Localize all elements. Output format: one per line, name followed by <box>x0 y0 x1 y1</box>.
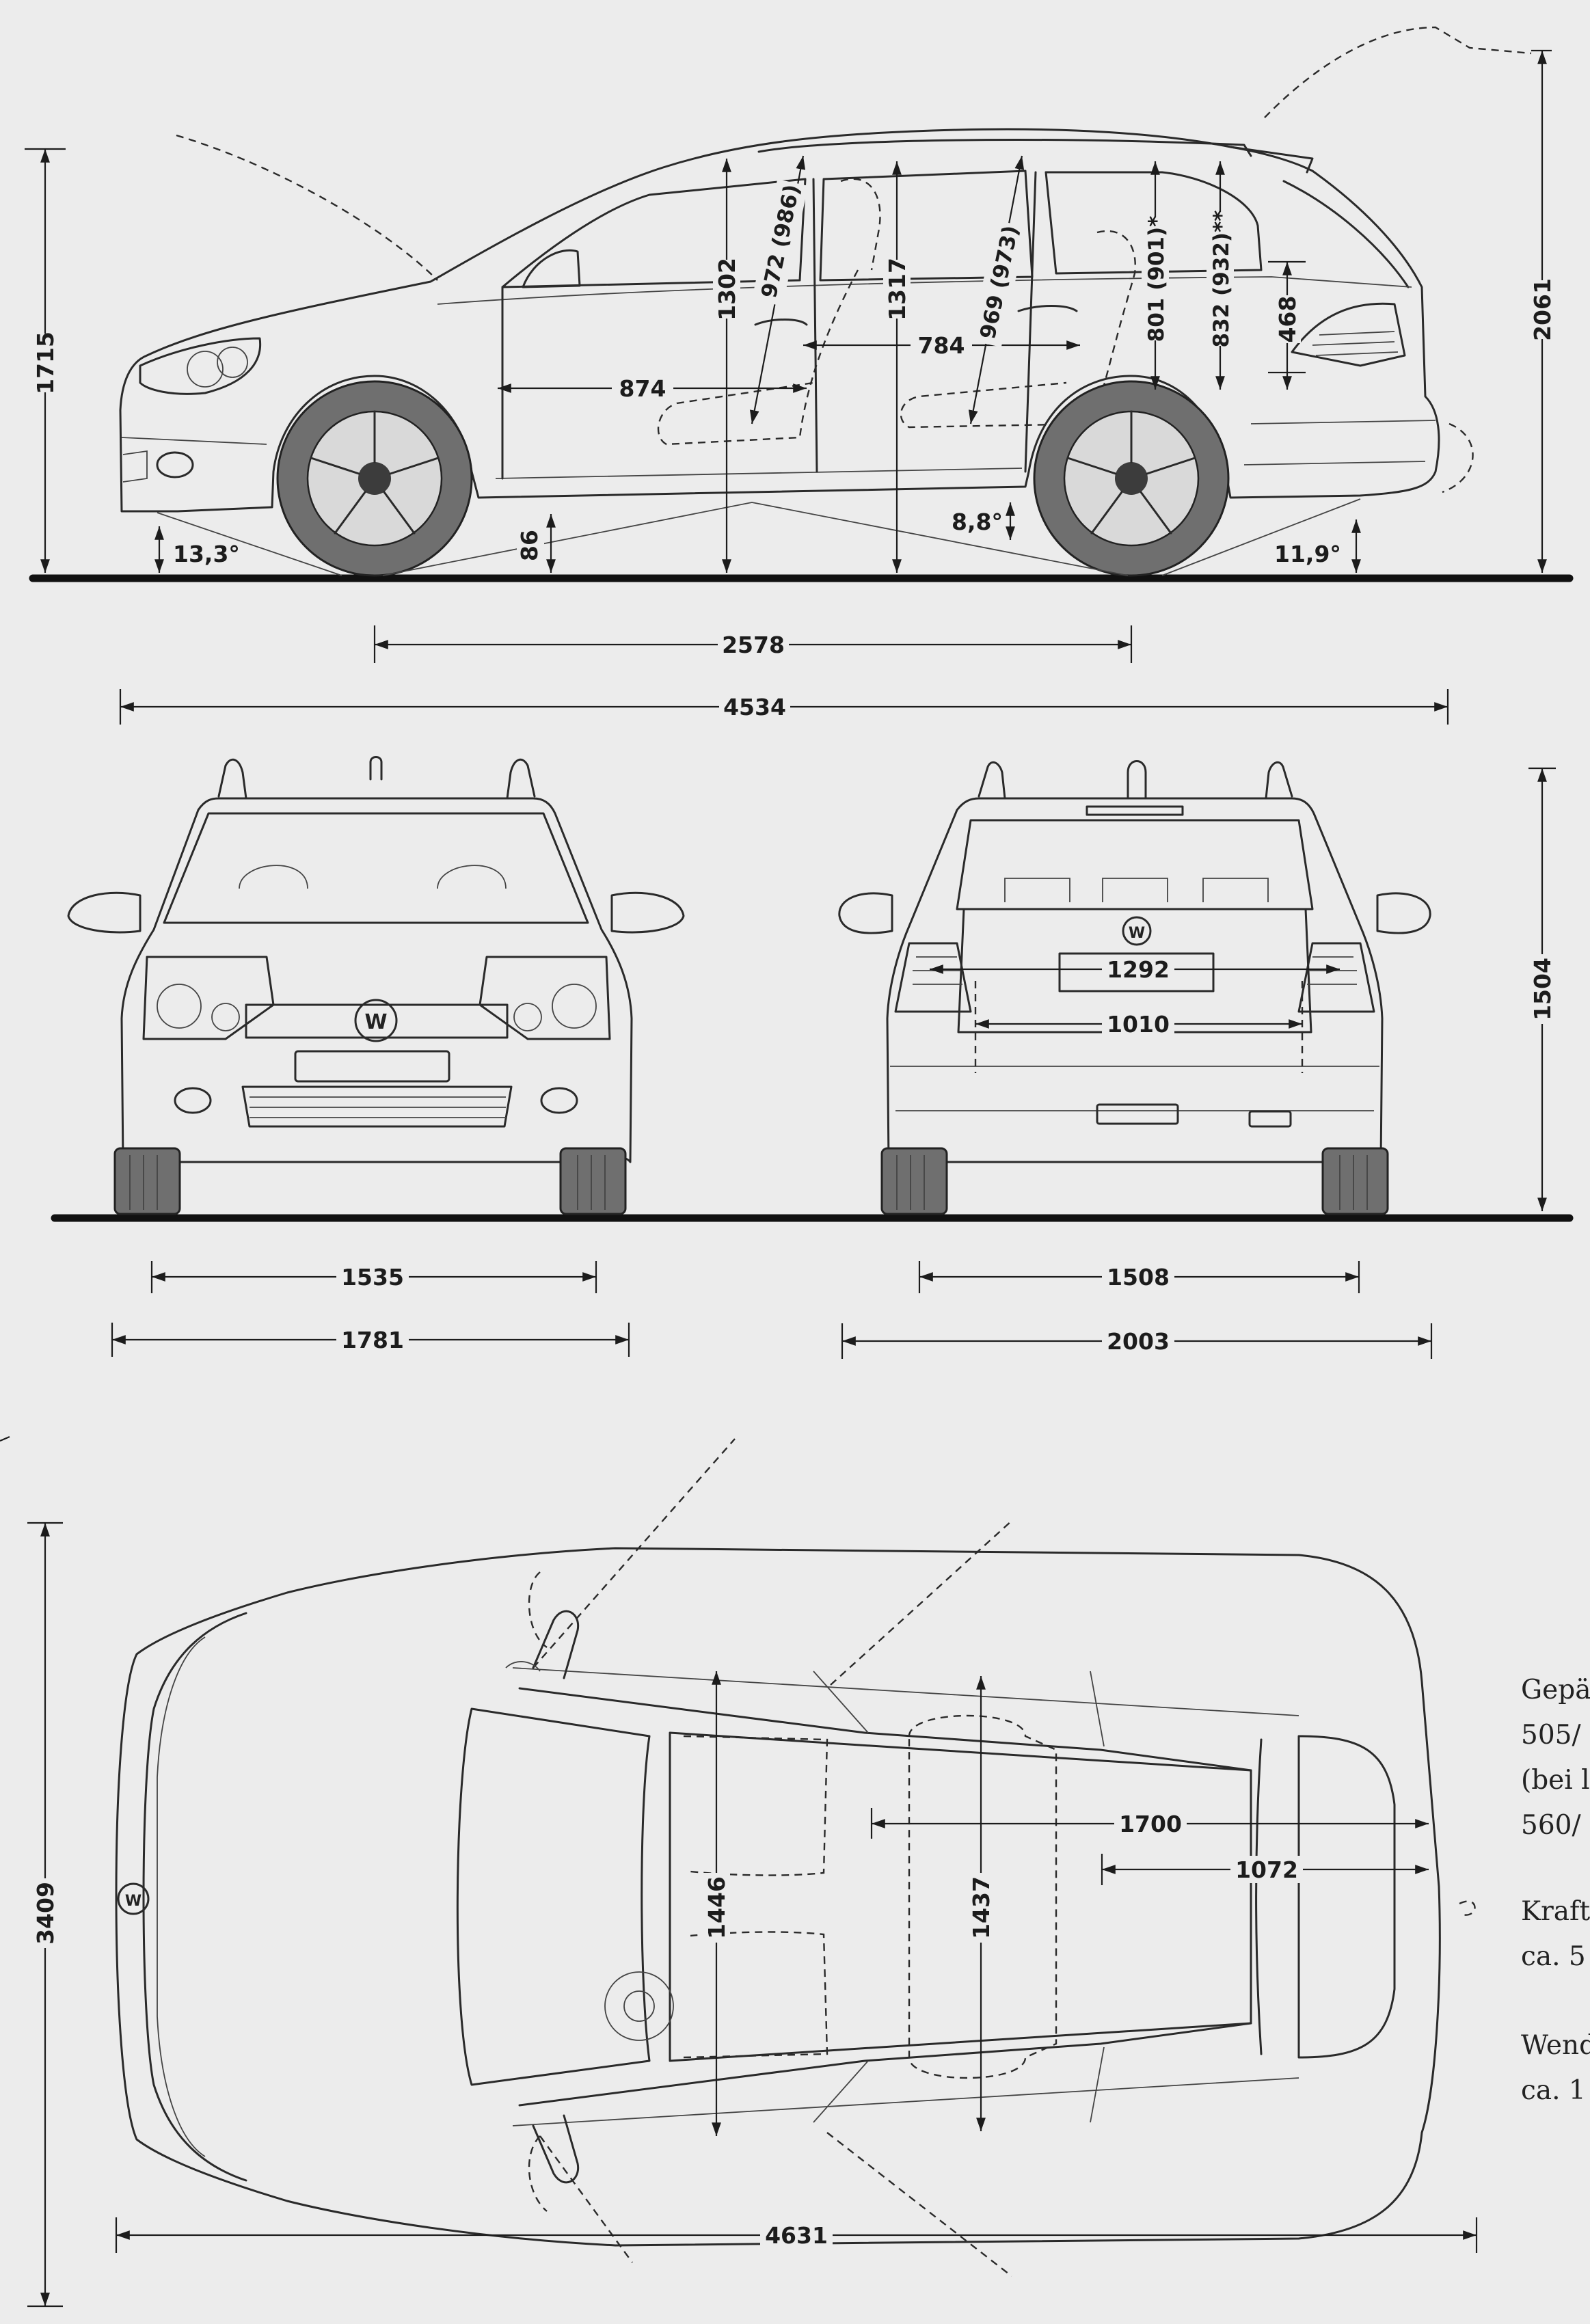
spec-line: ca. 5 <box>1521 1941 1586 1972</box>
svg-text:1072: 1072 <box>1235 1856 1298 1883</box>
dim-rear-legroom-label: 784 <box>911 332 972 359</box>
svg-text:1715: 1715 <box>32 332 59 394</box>
dim-height-label: 1715 <box>31 332 59 394</box>
front-view: W 1535 1781 <box>51 756 1574 1357</box>
dim-front-interior-width-label: 1446 <box>703 1873 730 1943</box>
svg-text:1446: 1446 <box>703 1876 730 1939</box>
svg-text:1437: 1437 <box>968 1876 995 1939</box>
spec-line: 560/ <box>1521 1810 1581 1841</box>
svg-text:972 (986): 972 (986) <box>757 183 805 300</box>
dim-length-label: 4534 <box>719 693 790 720</box>
dim-rear-seat-height-label: 969 (973) <box>970 220 1027 347</box>
dim-height-open-tailgate-label: 2061 <box>1528 278 1556 341</box>
svg-text:1535: 1535 <box>341 1264 404 1291</box>
dim-tailgate-width-top-label: 1292 <box>1102 956 1174 983</box>
svg-text:4631: 4631 <box>765 2222 828 2249</box>
front-wheel <box>276 380 473 577</box>
dim-rear-interior-width-label: 1437 <box>967 1873 995 1943</box>
dim-width-open-doors-label: 3409 <box>31 1878 59 1948</box>
dim-cargo-height-2-label: 832 (932)** <box>1207 211 1234 348</box>
vw-logo-rear: W <box>1129 925 1145 942</box>
dim-ground-clearance-label: 86 <box>516 526 544 565</box>
dim-length-open-doors-label: 4631 <box>760 2221 833 2249</box>
svg-text:1508: 1508 <box>1107 1264 1170 1291</box>
dim-cargo-height-1-label: 801 (901)* <box>1142 216 1169 342</box>
spec-heading-luggage: Gepä <box>1521 1675 1590 1705</box>
svg-text:1292: 1292 <box>1107 956 1170 983</box>
svg-text:1302: 1302 <box>714 258 740 321</box>
dim-front-seat-height-label: 972 (986) <box>751 179 809 306</box>
vw-logo-top: W <box>125 1893 142 1910</box>
vw-logo-front: W <box>364 1010 387 1034</box>
svg-text:832 (932)**: 832 (932)** <box>1209 211 1234 348</box>
rear-view: W 1292 1010 <box>838 760 1556 1359</box>
dim-cargo-length-label: 1072 <box>1230 1856 1303 1883</box>
spec-heading-turning: Wend <box>1521 2030 1590 2061</box>
svg-text:1317: 1317 <box>884 258 911 321</box>
svg-text:969 (973): 969 (973) <box>975 224 1023 341</box>
side-view: 1715 2061 1302 1317 86 13,3° 11,9° 8,8° … <box>25 26 1574 725</box>
svg-text:2003: 2003 <box>1107 1328 1170 1355</box>
dim-front-legroom-label: 874 <box>612 375 673 402</box>
svg-text:468: 468 <box>1274 296 1301 343</box>
svg-text:784: 784 <box>918 332 965 359</box>
svg-text:2061: 2061 <box>1529 278 1556 341</box>
svg-text:2578: 2578 <box>722 632 785 658</box>
svg-text:801 (901)*: 801 (901)* <box>1144 216 1169 342</box>
svg-text:3409: 3409 <box>32 1882 59 1945</box>
top-view: W 3409 4631 1446 <box>0 1435 1478 2308</box>
dim-width-label: 1781 <box>336 1326 409 1353</box>
svg-text:874: 874 <box>619 375 666 402</box>
svg-text:86: 86 <box>516 530 543 561</box>
dim-wheelbase-label: 2578 <box>718 631 789 658</box>
dim-front-headroom-label: 1302 <box>713 258 740 321</box>
spec-heading-fuel: Kraft <box>1521 1896 1590 1927</box>
svg-text:1700: 1700 <box>1119 1811 1182 1837</box>
dim-approach-angle-label: 13,3° <box>173 541 240 567</box>
dim-rear-headroom-label: 1317 <box>883 258 911 321</box>
dim-departure-angle-label: 11,9° <box>1274 541 1341 567</box>
dim-loading-sill-label: 468 <box>1274 295 1301 343</box>
dim-ramp-angle-label: 8,8° <box>952 509 1003 535</box>
spec-line: ca. 1 <box>1521 2075 1586 2106</box>
dim-tailgate-width-bottom-label: 1010 <box>1102 1010 1174 1038</box>
rear-wheel <box>1033 380 1230 577</box>
dim-rear-track-label: 1508 <box>1102 1263 1174 1291</box>
dim-rear-height-label: 1504 <box>1528 954 1556 1024</box>
dim-front-track-label: 1535 <box>336 1263 409 1291</box>
spec-line: (bei l <box>1521 1765 1590 1796</box>
svg-text:1504: 1504 <box>1529 958 1556 1021</box>
svg-text:1781: 1781 <box>341 1327 404 1353</box>
svg-text:4534: 4534 <box>723 694 786 720</box>
svg-text:1010: 1010 <box>1107 1011 1170 1038</box>
dim-cargo-length-folded-label: 1700 <box>1114 1810 1187 1837</box>
dim-width-mirrors-label: 2003 <box>1102 1327 1174 1355</box>
spec-line: 505/ <box>1521 1720 1581 1751</box>
